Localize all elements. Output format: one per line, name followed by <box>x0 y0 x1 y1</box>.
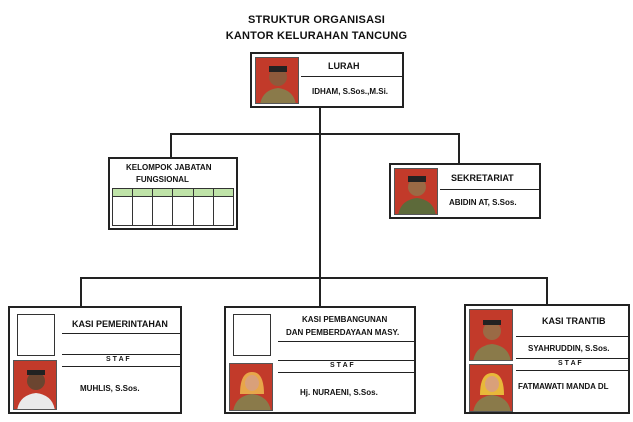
kasi-trantib-divider-2 <box>516 358 628 359</box>
kasi-pembangunan-staf-label: S T A F <box>330 362 354 369</box>
kasi-pembangunan-staf-photo <box>229 363 273 411</box>
kasi-pemerintahan-staf-label: S T A F <box>106 356 130 363</box>
kasi-trantib-divider-3 <box>516 370 628 371</box>
sekretariat-box: SEKRETARIAT ABIDIN AT, S.Sos. <box>389 163 541 219</box>
connector-fungsional <box>170 133 172 157</box>
connector-upper-horizontal <box>170 133 460 135</box>
kasi-pemerintahan-box: KASI PEMERINTAHAN S T A F MUHLIS, S.Sos. <box>8 306 182 414</box>
connector-kasi-trantib <box>546 277 548 304</box>
kasi-pembangunan-position-line2: DAN PEMBERDAYAAN MASY. <box>286 328 400 337</box>
fungsional-grid <box>111 188 235 226</box>
lurah-box: LURAH IDHAM, S.Sos.,M.Si. <box>250 52 404 108</box>
fungsional-label-line2: FUNGSIONAL <box>136 175 189 184</box>
kasi-trantib-divider-1 <box>516 336 628 337</box>
lurah-divider <box>301 76 402 77</box>
kasi-pembangunan-position-line1: KASI PEMBANGUNAN <box>302 315 388 324</box>
sekretariat-photo <box>394 168 438 215</box>
sekretariat-name: ABIDIN AT, S.Sos. <box>449 198 517 207</box>
sekretariat-divider <box>440 189 539 190</box>
kasi-pembangunan-box: KASI PEMBANGUNAN DAN PEMBERDAYAAN MASY. … <box>224 306 416 414</box>
chart-title-line1: STRUKTUR ORGANISASI <box>247 14 386 26</box>
fungsional-label-line1: KELOMPOK JABATAN <box>126 163 212 172</box>
lurah-name: IDHAM, S.Sos.,M.Si. <box>312 87 389 96</box>
connector-lower-horizontal <box>80 277 548 279</box>
kasi-pemerintahan-photo-placeholder <box>17 314 55 356</box>
kasi-pembangunan-divider-3 <box>278 372 414 373</box>
kasi-pembangunan-divider-1 <box>278 341 414 342</box>
fungsional-box: KELOMPOK JABATAN FUNGSIONAL <box>108 157 238 230</box>
kasi-trantib-staf-name: FATMAWATI MANDA DL <box>518 382 609 391</box>
lurah-position: LURAH <box>328 61 360 71</box>
kasi-trantib-position: KASI TRANTIB <box>542 316 606 326</box>
kasi-pemerintahan-staf-photo <box>13 360 57 410</box>
kasi-trantib-photo <box>469 309 513 361</box>
connector-kasi-pemerintahan <box>80 277 82 307</box>
kasi-pembangunan-photo-placeholder <box>233 314 271 356</box>
kasi-trantib-staf-photo <box>469 364 513 412</box>
kasi-pemerintahan-position: KASI PEMERINTAHAN <box>72 319 168 329</box>
kasi-pemerintahan-divider-1 <box>62 333 180 334</box>
kasi-trantib-staf-label: S T A F <box>558 360 582 367</box>
kasi-pemerintahan-staf-name: MUHLIS, S.Sos. <box>80 384 140 393</box>
kasi-pembangunan-divider-2 <box>278 360 414 361</box>
kasi-trantib-name: SYAHRUDDIN, S.Sos. <box>528 344 610 353</box>
lurah-photo <box>255 57 299 104</box>
sekretariat-position: SEKRETARIAT <box>451 173 514 183</box>
kasi-pemerintahan-divider-3 <box>62 366 180 367</box>
connector-kasi-pembangunan <box>319 277 321 307</box>
connector-lurah-down <box>319 108 321 278</box>
chart-title-line2: KANTOR KELURAHAN TANCUNG <box>225 30 408 42</box>
kasi-pembangunan-staf-name: Hj. NURAENI, S.Sos. <box>300 388 378 397</box>
kasi-trantib-box: KASI TRANTIB SYAHRUDDIN, S.Sos. S T A F … <box>464 304 630 414</box>
kasi-pemerintahan-divider-2 <box>62 354 180 355</box>
connector-sekretariat <box>458 133 460 163</box>
